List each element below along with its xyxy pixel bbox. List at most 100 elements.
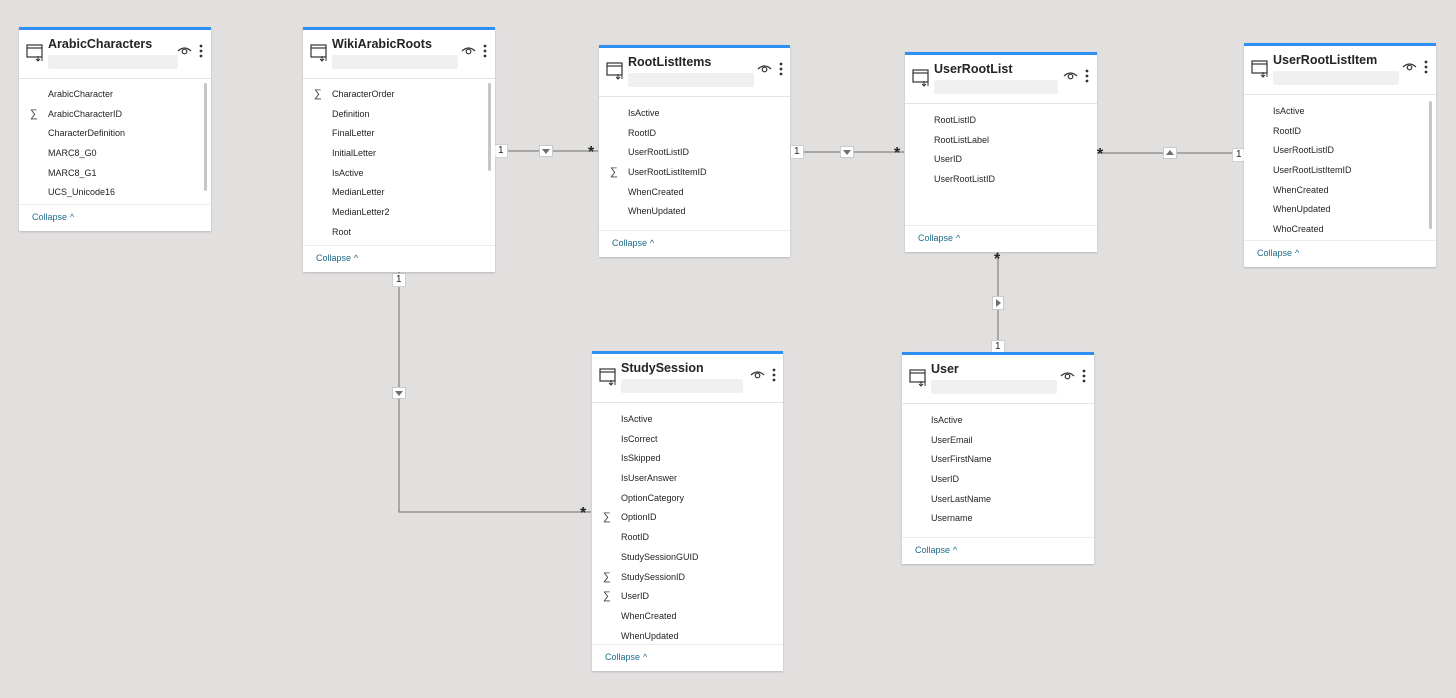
field-row[interactable]: WhenUpdated [592,627,783,647]
filter-direction-marker[interactable] [539,145,553,157]
table-header[interactable]: User [902,355,1094,404]
field-row[interactable]: WhenCreated [1244,181,1436,201]
more-options-icon[interactable] [1423,59,1429,75]
table-card-user-root-list-item[interactable]: UserRootListItem IsActive RootID UserRoo… [1244,43,1436,267]
field-row[interactable]: MARC8_G0 [19,144,211,164]
field-row[interactable]: ∑UserRootListItemID [599,163,790,183]
more-options-icon[interactable] [771,367,777,383]
scrollbar-thumb[interactable] [1429,101,1432,229]
field-row[interactable]: Definition [303,105,495,125]
field-row[interactable]: RootListID [905,111,1097,131]
field-row[interactable]: ∑ArabicCharacterID [19,105,211,125]
field-list[interactable]: IsActive UserEmail UserFirstName UserID … [902,411,1094,533]
field-row[interactable]: UserFirstName [902,450,1094,470]
field-list[interactable]: IsActive IsCorrect IsSkipped IsUserAnswe… [592,410,783,650]
table-card-root-list-items[interactable]: RootListItems IsActive RootID UserRootLi… [599,45,790,257]
more-options-icon[interactable] [1081,368,1087,384]
field-row[interactable]: MARC8_G1 [19,164,211,184]
table-card-user[interactable]: User IsActive UserEmail UserFirstName Us… [902,352,1094,564]
table-header[interactable]: RootListItems [599,48,790,97]
filter-direction-marker[interactable] [992,296,1004,310]
more-options-icon[interactable] [482,43,488,59]
more-options-icon[interactable] [1084,68,1090,84]
field-row[interactable]: IsActive [599,104,790,124]
eye-icon[interactable] [750,368,765,381]
table-header[interactable]: ArabicCharacters [19,30,211,79]
field-row[interactable]: RootID [592,528,783,548]
eye-icon[interactable] [461,44,476,57]
field-row[interactable]: IsUserAnswer [592,469,783,489]
field-row[interactable]: WhoCreated [1244,220,1436,240]
eye-icon[interactable] [1060,369,1075,382]
field-row[interactable]: OptionCategory [592,489,783,509]
table-card-wiki-arabic-roots[interactable]: WikiArabicRoots ∑CharacterOrder Definiti… [303,27,495,272]
table-header[interactable]: UserRootList [905,55,1097,104]
collapse-button[interactable]: Collapse^ [918,233,960,243]
more-options-icon[interactable] [198,43,204,59]
field-row[interactable]: IsCorrect [592,430,783,450]
field-list[interactable]: IsActive RootID UserRootListID ∑UserRoot… [599,104,790,226]
field-row[interactable]: WhenCreated [599,183,790,203]
field-row[interactable]: UserID [902,470,1094,490]
collapse-button[interactable]: Collapse^ [32,212,74,222]
field-row[interactable]: UserRootListID [1244,141,1436,161]
field-row[interactable]: IsActive [1244,102,1436,122]
collapse-button[interactable]: Collapse^ [612,238,654,248]
eye-icon[interactable] [177,44,192,57]
field-row[interactable]: CharacterDefinition [19,124,211,144]
filter-direction-marker[interactable] [840,146,854,158]
field-row[interactable]: UserLastName [902,490,1094,510]
scrollbar-thumb[interactable] [204,83,207,191]
field-row[interactable]: MedianLetter [303,183,495,203]
field-row[interactable]: WhenCreated [592,607,783,627]
field-row[interactable]: ∑CharacterOrder [303,85,495,105]
table-header[interactable]: StudySession [592,354,783,403]
field-row[interactable]: RootListLabel [905,131,1097,151]
field-row[interactable]: StudySessionGUID [592,548,783,568]
table-header[interactable]: UserRootListItem [1244,46,1436,95]
table-header[interactable]: WikiArabicRoots [303,30,495,79]
field-row[interactable]: MedianLetter2 [303,203,495,223]
collapse-button[interactable]: Collapse^ [1257,248,1299,258]
field-row[interactable]: InitialLetter [303,144,495,164]
filter-direction-marker[interactable] [1163,147,1177,159]
field-row[interactable]: Username [902,509,1094,529]
field-row[interactable]: FinalLetter [303,124,495,144]
field-row[interactable]: UserEmail [902,431,1094,451]
field-row[interactable]: RootID [1244,122,1436,142]
table-card-arabic-characters[interactable]: ArabicCharacters ArabicCharacter ∑Arabic… [19,27,211,231]
field-list[interactable]: IsActive RootID UserRootListID UserRootL… [1244,102,1436,244]
field-row[interactable]: IsActive [592,410,783,430]
scrollbar-thumb[interactable] [488,83,491,171]
field-row[interactable]: WhenUpdated [599,202,790,222]
field-row[interactable]: UserRootListItemID [1244,161,1436,181]
field-row[interactable]: UserRootListID [905,170,1097,190]
field-list[interactable]: RootListID RootListLabel UserID UserRoot… [905,111,1097,201]
more-options-icon[interactable] [778,61,784,77]
field-row[interactable]: ∑OptionID [592,508,783,528]
field-row[interactable]: ∑UserID [592,587,783,607]
field-row[interactable]: UserRootListID [599,143,790,163]
table-card-study-session[interactable]: StudySession IsActive IsCorrect IsSkippe… [592,351,783,671]
field-row[interactable]: RootID [599,124,790,144]
table-card-user-root-list[interactable]: UserRootList RootListID RootListLabel Us… [905,52,1097,252]
collapse-button[interactable]: Collapse^ [915,545,957,555]
field-list[interactable]: ∑CharacterOrder Definition FinalLetter I… [303,85,495,245]
field-row[interactable]: IsActive [303,164,495,184]
collapse-button[interactable]: Collapse^ [605,652,647,662]
filter-direction-marker[interactable] [392,387,406,399]
field-row[interactable]: UCS_Unicode16 [19,183,211,203]
collapse-button[interactable]: Collapse^ [316,253,358,263]
field-row[interactable]: IsActive [902,411,1094,431]
field-row[interactable]: UserID [905,150,1097,170]
field-row[interactable]: ArabicCharacter [19,85,211,105]
field-row[interactable]: ∑StudySessionID [592,568,783,588]
field-row[interactable]: WhenUpdated [1244,200,1436,220]
field-list[interactable]: ArabicCharacter ∑ArabicCharacterID Chara… [19,85,211,203]
eye-icon[interactable] [757,62,772,75]
field-row[interactable]: Root [303,223,495,243]
eye-icon[interactable] [1402,60,1417,73]
eye-icon[interactable] [1063,69,1078,82]
field-row[interactable]: IsSkipped [592,449,783,469]
